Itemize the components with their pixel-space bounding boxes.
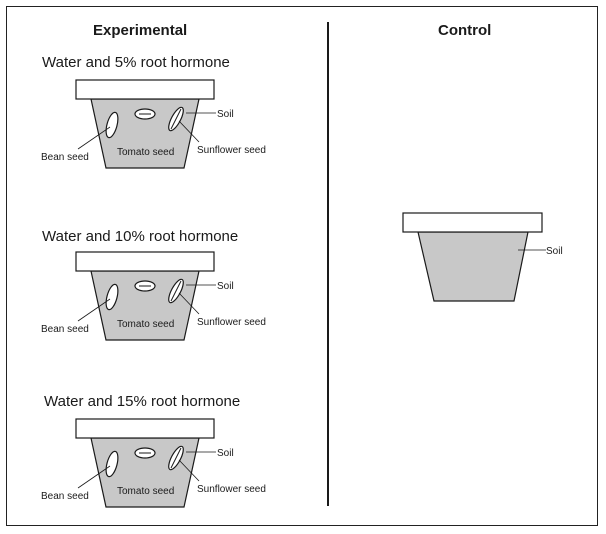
tomato-label: Tomato seed <box>117 147 174 158</box>
bean-leader <box>77 465 111 489</box>
bean-seed-shape <box>105 283 119 311</box>
sunflower-leader <box>178 120 200 143</box>
pot-3-title: Water and 15% root hormone <box>44 393 241 410</box>
sunflower-seed-line <box>170 280 182 302</box>
bean-seed-shape <box>105 111 119 139</box>
pot-2-title: Water and 10% root hormone <box>42 228 239 245</box>
pot-rim <box>75 251 215 272</box>
sunflower-label: Sunflower seed <box>197 145 266 156</box>
bean-leader <box>77 298 111 322</box>
soil-label: Soil <box>217 281 234 292</box>
sunflower-seed-line <box>170 108 182 130</box>
sunflower-label: Sunflower seed <box>197 317 266 328</box>
pot-1-title: Water and 5% root hormone <box>42 54 230 71</box>
control-pot-soil <box>417 231 529 302</box>
pot-rim <box>75 79 215 100</box>
bean-leader <box>77 126 111 150</box>
tomato-label: Tomato seed <box>117 486 174 497</box>
bean-label: Bean seed <box>41 324 89 335</box>
control-soil-label: Soil <box>546 246 563 257</box>
sunflower-leader <box>178 292 200 315</box>
sunflower-leader <box>178 459 200 482</box>
experimental-pot-1: Soil Bean seed Tomato seed Sunflower see… <box>41 79 266 169</box>
tomato-label: Tomato seed <box>117 319 174 330</box>
bean-label: Bean seed <box>41 152 89 163</box>
experimental-pot-2: Soil Bean seed Tomato seed Sunflower see… <box>41 251 266 341</box>
bean-seed-shape <box>105 450 119 478</box>
experimental-heading: Experimental <box>93 22 188 39</box>
sunflower-label: Sunflower seed <box>197 484 266 495</box>
soil-label: Soil <box>217 448 234 459</box>
control-pot: Soil <box>402 212 563 302</box>
control-heading: Control <box>438 22 492 39</box>
control-pot-rim <box>402 212 543 233</box>
sunflower-seed-line <box>170 447 182 469</box>
experimental-pot-3: Soil Bean seed Tomato seed Sunflower see… <box>41 418 266 508</box>
pot-rim <box>75 418 215 439</box>
soil-label: Soil <box>217 109 234 120</box>
bean-label: Bean seed <box>41 491 89 502</box>
